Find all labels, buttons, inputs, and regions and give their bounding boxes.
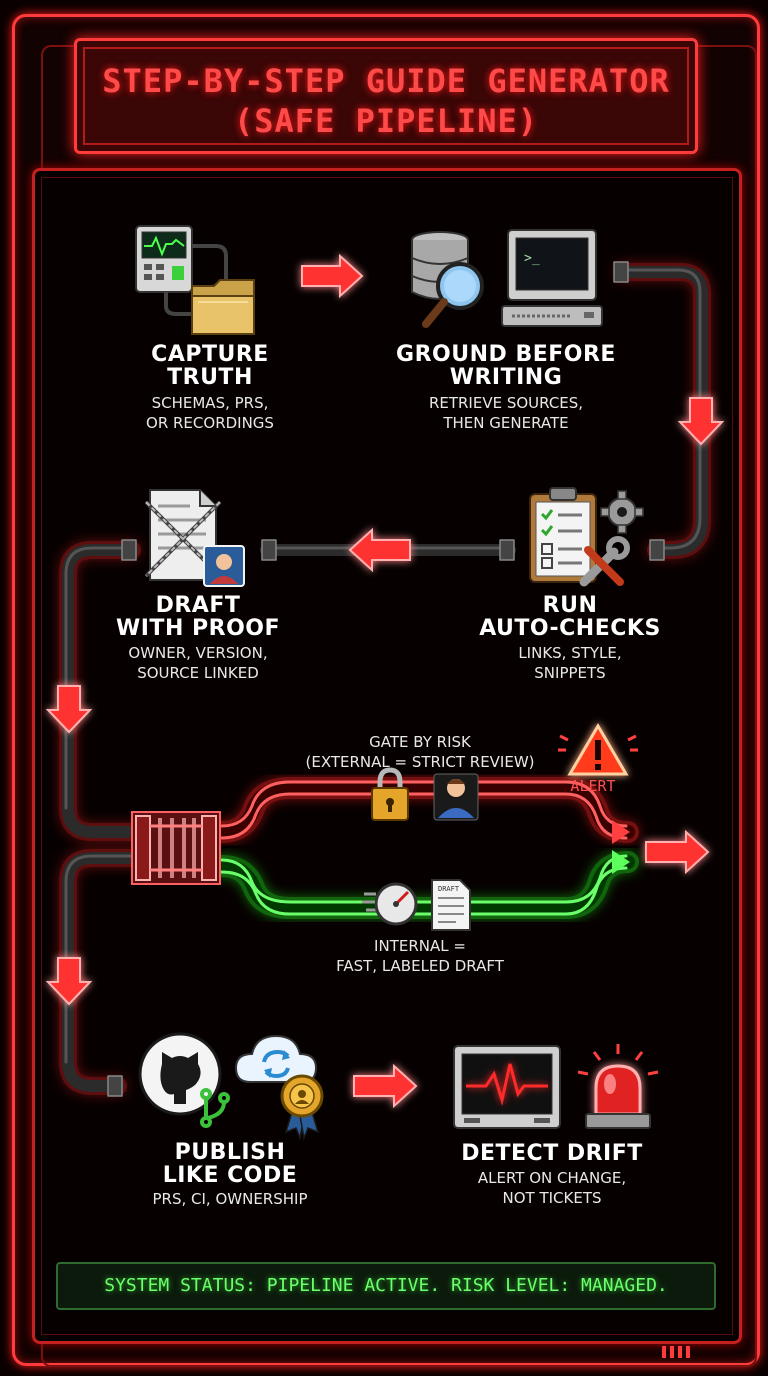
arrow-right-3 — [645, 829, 710, 875]
folder-icon — [191, 279, 255, 335]
step-autochecks-subtitle: LINKS, STYLE, SNIPPETS — [518, 644, 622, 682]
step-draft-title: DRAFT WITH PROOF — [115, 593, 281, 641]
svg-text:>_: >_ — [524, 251, 540, 266]
step-ground-title: GROUND BEFORE WRITING — [396, 342, 616, 390]
alert-label: ALERT — [570, 777, 616, 795]
warning-icon — [558, 723, 638, 776]
arrow-left-1 — [348, 527, 411, 573]
arrow-down-2 — [45, 685, 93, 734]
gate-paths — [211, 777, 639, 919]
page-title: STEP-BY-STEP GUIDE GENERATOR (SAFE PIPEL… — [77, 61, 695, 141]
vent-decoration — [662, 1346, 690, 1358]
magnifier-icon — [422, 262, 484, 328]
status-text: SYSTEM STATUS: PIPELINE ACTIVE. RISK LEV… — [104, 1275, 668, 1296]
speedometer-icon — [362, 882, 418, 926]
title-banner: STEP-BY-STEP GUIDE GENERATOR (SAFE PIPEL… — [74, 38, 698, 154]
draft-doc-label: DRAFT — [438, 885, 460, 893]
gate-label: GATE BY RISK (EXTERNAL = STRICT REVIEW) — [305, 733, 535, 771]
reviewer-icon — [433, 773, 479, 821]
step-capture-title: CAPTURE TRUTH — [151, 342, 269, 390]
person-badge-icon — [203, 545, 245, 587]
heartbeat-monitor-icon — [453, 1045, 561, 1129]
step-capture-subtitle: SCHEMAS, PRS, OR RECORDINGS — [146, 394, 274, 432]
clipboard-checklist-icon — [529, 487, 597, 583]
document-chain-icon — [144, 489, 222, 581]
step-drift-title: DETECT DRIFT — [461, 1141, 643, 1166]
arrow-down-1 — [677, 397, 725, 446]
step-publish-title: PUBLISH LIKE CODE — [162, 1140, 298, 1188]
lock-icon — [371, 767, 409, 821]
siren-icon — [577, 1044, 659, 1129]
wrench-icon — [579, 536, 630, 587]
monitor-icon — [135, 225, 228, 316]
status-bar: SYSTEM STATUS: PIPELINE ACTIVE. RISK LEV… — [56, 1262, 716, 1310]
title-line-2: (SAFE PIPELINE) — [234, 102, 538, 140]
step-ground-subtitle: RETRIEVE SOURCES, THEN GENERATE — [428, 394, 584, 432]
step-draft-subtitle: OWNER, VERSION, SOURCE LINKED — [128, 644, 268, 682]
draft-doc-icon: DRAFT — [431, 879, 471, 931]
branch-icon — [200, 1088, 230, 1128]
medal-icon — [280, 1074, 324, 1141]
gate-icon — [131, 811, 221, 885]
step-publish-subtitle: PRS, CI, OWNERSHIP — [152, 1190, 308, 1208]
step-drift-subtitle: ALERT ON CHANGE, NOT TICKETS — [477, 1169, 627, 1207]
title-line-1: STEP-BY-STEP GUIDE GENERATOR — [102, 62, 670, 100]
flow-arrows — [45, 253, 725, 1109]
pipeline-panel — [32, 168, 742, 1344]
terminal-icon: >_ — [501, 229, 603, 327]
internal-label: INTERNAL = FAST, LABELED DRAFT — [336, 937, 504, 975]
cloud-sync-icon — [234, 1034, 318, 1083]
gear-icon — [600, 490, 644, 534]
arrow-right-1 — [301, 253, 364, 299]
step-autochecks-title: RUN AUTO-CHECKS — [479, 593, 661, 641]
arrow-right-2 — [353, 1063, 418, 1109]
arrow-down-3 — [45, 957, 93, 1006]
